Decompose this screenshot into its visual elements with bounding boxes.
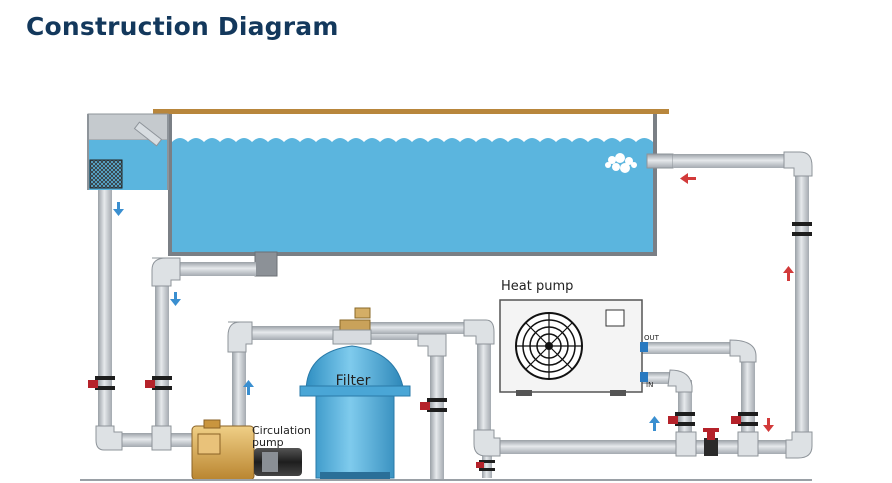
- filter-tank: [305, 345, 405, 479]
- main-drain: [254, 251, 278, 277]
- circulation-pump-label-1: Circulation: [252, 424, 311, 437]
- valve-skimmer: [88, 380, 98, 388]
- heat-pump-label: Heat pump: [501, 279, 573, 294]
- flow-arrows-red: [680, 173, 794, 432]
- in-port-label: IN: [646, 381, 653, 389]
- heat-pump-out-port: [640, 342, 648, 352]
- arrow-down-icon: [763, 418, 774, 432]
- pipe-elbows: [95, 151, 813, 459]
- pipe-unions: [95, 222, 812, 471]
- circulation-pump-label-2: pump: [252, 436, 284, 449]
- valve-heat-pump-out: [731, 416, 741, 424]
- valve-main-drain: [145, 380, 155, 388]
- arrow-left-icon: [680, 173, 696, 184]
- arrow-up-icon: [783, 266, 794, 281]
- heat-pump-in-port: [640, 372, 648, 382]
- heat-pump: [499, 299, 648, 396]
- valve-bypass: [703, 428, 719, 456]
- fan-icon: [515, 312, 583, 380]
- circulation-pump: [191, 419, 302, 481]
- pool: [153, 109, 674, 277]
- pool-deck: [153, 109, 669, 114]
- skimmer-weir: [133, 121, 163, 147]
- arrow-down-icon: [170, 292, 181, 306]
- valve-waste: [476, 462, 484, 468]
- heat-pump-display: [605, 309, 625, 327]
- arrow-up-icon: [243, 380, 254, 395]
- flow-arrows-blue: [113, 202, 660, 431]
- skimmer-basket: [89, 159, 123, 189]
- arrow-down-icon: [113, 202, 124, 216]
- sand-filter: Filter: [299, 307, 411, 480]
- out-port-label: OUT: [644, 334, 660, 342]
- arrow-up-icon: [649, 416, 660, 431]
- valves: [88, 380, 741, 468]
- page-title: Construction Diagram: [26, 12, 339, 41]
- ground-line: [80, 479, 812, 481]
- pool-water: [172, 138, 653, 252]
- valve-filter-bypass: [420, 402, 430, 410]
- return-inlet: [646, 153, 674, 169]
- valve-heat-pump-in: [668, 416, 678, 424]
- skimmer: [87, 113, 169, 190]
- filter-label: Filter: [336, 373, 371, 389]
- return-bubbles: [605, 153, 637, 173]
